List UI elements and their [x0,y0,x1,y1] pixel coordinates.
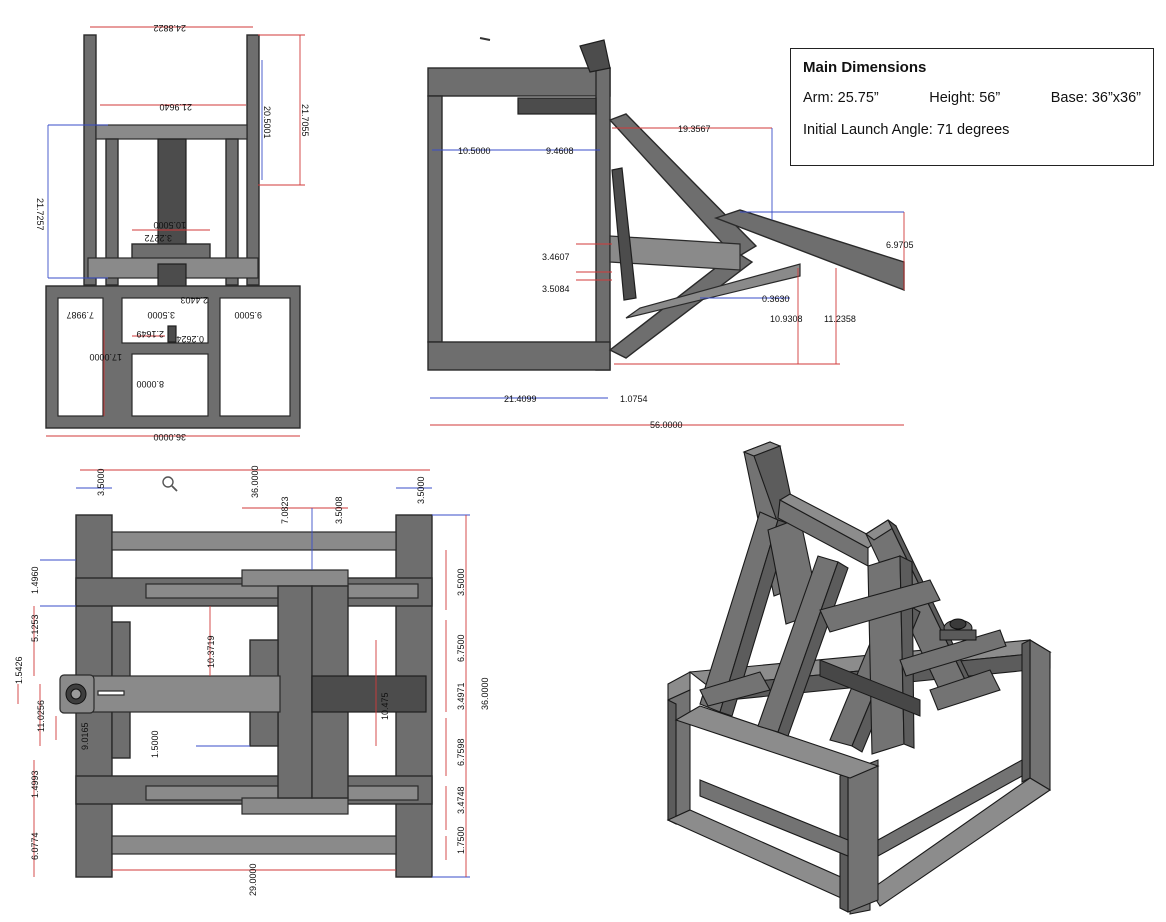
dim-inner-width: 21.9640 [159,102,192,112]
dim-brace-b: 3.5084 [542,284,570,294]
inner-right-post [225,138,239,286]
isometric-view [666,441,1052,915]
base-center-upper [121,297,209,344]
dim-upright-height: 20.5001 [262,106,272,139]
arm-dimension: Arm: 25.75” [803,90,879,106]
bottom-beam [427,341,611,371]
dim-hub-c: 9.0165 [80,722,90,750]
dim-left-gap: 7.9987 [66,310,94,320]
arm-tip [579,39,611,73]
upper-block [517,97,597,115]
main-dimensions-box: Main Dimensions Arm: 25.75” Height: 56” … [790,48,1154,166]
center-column [277,585,313,799]
dim-height-b: 11.2358 [824,314,856,324]
right-upright [246,34,260,286]
dim-hub-width: 10.5000 [153,220,186,230]
left-upright [83,34,97,286]
dim-brace-a: 3.4607 [542,252,570,262]
dim-center-b: 3.5008 [334,496,344,524]
dim-right-4: 6.7598 [456,738,466,766]
dim-inner-height: 8.0000 [136,379,164,389]
dim-left-post: 3.5000 [96,468,106,496]
dim-brace-c: 0.3630 [762,294,790,304]
dim-left-2: 5.1253 [30,614,40,642]
dim-gap-a: 3.5000 [147,310,175,320]
dim-overall: 56.0000 [650,420,683,430]
side-view: 10.5000 9.4608 19.3567 6.9705 3.4607 3.5… [427,37,914,430]
dim-overall-depth: 36.0000 [480,677,490,710]
base-left-window [57,297,104,417]
dim-slot2: 0.2624 [176,334,204,344]
dim-right-6: 1.7500 [456,826,466,854]
dim-right-1: 3.5000 [456,568,466,596]
dim-slot-w: 1.5000 [150,730,160,758]
base-dimension: Base: 36”x36” [1050,90,1141,106]
lower-link [625,263,801,319]
dim-upright-total: 21.7055 [300,104,310,137]
center-arm [157,138,187,246]
iso-center-post [867,555,905,755]
arrow-mark [479,37,491,41]
shaft-slot [97,690,125,696]
launch-angle: Initial Launch Angle: 71 degrees [803,122,1010,138]
upper-crossbar [95,124,248,140]
dim-base-width: 36.0000 [153,432,186,442]
dim-right-post: 3.5000 [416,476,426,504]
magnifier-icon[interactable] [162,476,178,492]
side-strut [611,167,637,301]
bottom-crossbar [111,835,397,855]
center-post [595,67,611,371]
base-right-window [219,297,291,417]
height-dimension: Height: 56” [929,90,1001,106]
top-cap [241,569,349,587]
dim-right-3: 3.4971 [456,682,466,710]
top-beam [427,67,611,97]
arm-shaft-end [311,675,427,713]
iso-mid-rail [674,705,880,779]
dim-height-a: 10.9308 [770,314,803,324]
dim-mid-arm: 10.3719 [206,635,216,668]
dim-leg-height: 17.0000 [89,352,122,362]
dim-overall-width: 36.0000 [250,465,260,498]
dim-inner-c: 10.475 [380,692,390,720]
dim-left-height: 21.7257 [35,198,45,231]
dim-top-mid: 9.4608 [546,146,574,156]
dim-left-4: 6.0774 [30,832,40,860]
left-leg [427,95,443,343]
dim-arm-rise: 6.9705 [886,240,914,250]
dim-right-5: 3.4748 [456,786,466,814]
dim-arm-reach: 19.3567 [678,124,711,134]
dim-base-mid: 1.0754 [620,394,648,404]
base-center-lower [131,353,209,417]
upper-brace [608,113,758,259]
dim-left-3: 1.4993 [30,770,40,798]
dim-center-a: 7.0823 [280,496,290,524]
dim-right-gap: 9.5000 [234,310,262,320]
dim-top-width: 24.8822 [153,23,186,33]
box-title: Main Dimensions [803,59,927,76]
top-view: 3.5000 36.0000 3.5000 7.0823 3.5008 1.49… [14,465,490,896]
dimension-row: Arm: 25.75” Height: 56” Base: 36”x36” [803,90,1141,106]
top-crossbar [111,531,397,551]
dim-hub-a: 1.5426 [14,656,24,684]
horizontal-brace [609,235,741,271]
front-view: 24.8822 21.9640 20.5001 21.7055 21.7257 … [35,23,310,442]
dim-right-2: 6.7500 [456,634,466,662]
bottom-cap [241,797,349,815]
inner-left-post [105,138,119,286]
slot-block [167,325,177,343]
dim-top-left: 10.5000 [458,146,491,156]
dim-left-1: 1.4960 [30,566,40,594]
dim-hub-small: 3.2272 [144,233,172,243]
dim-collar: 2.4403 [180,295,208,305]
dim-slot: 2.1649 [136,329,164,339]
dim-bottom-width: 29.0000 [248,863,258,896]
dim-base-left: 21.4099 [504,394,537,404]
iso-axle [819,579,941,633]
iso-front-leg [847,759,879,913]
dim-hub-b: 11.0256 [36,700,46,732]
